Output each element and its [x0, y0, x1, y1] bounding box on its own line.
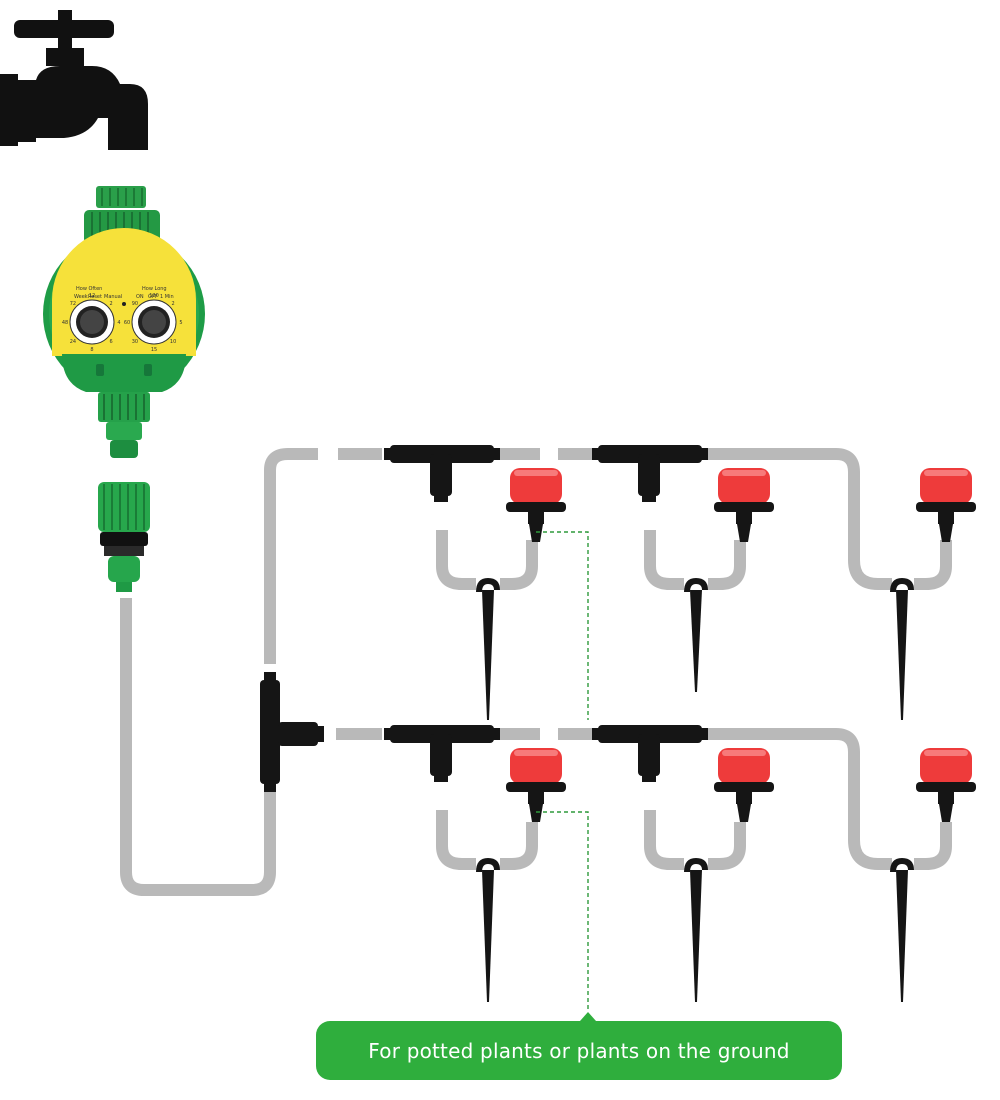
manual-label: Manual — [104, 294, 122, 300]
how-often-tick: 24 — [70, 339, 76, 345]
how-often-tick: 12 — [89, 293, 95, 299]
how-often-tick: 72 — [70, 301, 76, 307]
week-label: Week — [74, 294, 88, 300]
how-long-tick: 5 — [179, 320, 182, 326]
how-often-tick: 48 — [62, 320, 68, 326]
water-tap-icon — [0, 10, 148, 150]
reset-label: Reset — [88, 294, 102, 300]
tee-connector-icon — [592, 725, 708, 782]
tee-connector-main-icon — [260, 672, 324, 792]
dripper-icon — [506, 748, 566, 822]
how-long-tick: 60 — [124, 320, 130, 326]
on-label: ON — [136, 294, 144, 300]
ground-stake-icon — [684, 858, 708, 1002]
caption-banner: For potted plants or plants on the groun… — [316, 1021, 842, 1080]
tee-connector-icon — [384, 725, 500, 782]
ground-stake-icon — [684, 578, 708, 692]
guide-dashes — [536, 531, 589, 1012]
caption-pointer — [580, 1012, 596, 1021]
how-long-tick: 15 — [151, 347, 157, 353]
off-label: OFF — [148, 294, 158, 300]
water-timer-icon: How Often How Long Reset Week Manual OFF… — [43, 186, 205, 458]
dripper-icon — [714, 748, 774, 822]
how-long-tick: 2 — [172, 301, 175, 307]
how-often-tick: 2 — [110, 301, 113, 307]
one-min-label: 1 Min — [160, 294, 174, 300]
ground-stake-icon — [890, 578, 914, 720]
tee-connector-icon — [384, 445, 500, 502]
how-often-tick: 8 — [90, 347, 93, 353]
how-long-tick: 90 — [132, 301, 138, 307]
dripper-icon — [916, 748, 976, 822]
ground-stake-icon — [890, 858, 914, 1002]
how-often-tick: 6 — [110, 339, 113, 345]
how-often-tick: 4 — [117, 320, 120, 326]
dripper-icon — [506, 468, 566, 542]
tubing — [120, 448, 952, 896]
tee-connector-icon — [592, 445, 708, 502]
dripper-icon — [916, 468, 976, 542]
how-long-label: How Long — [142, 286, 167, 292]
how-long-tick: 30 — [132, 339, 138, 345]
how-often-label: How Often — [76, 286, 102, 292]
how-long-tick: 120 — [149, 293, 159, 299]
ground-stake-icon — [476, 858, 500, 1002]
ground-stake-icon — [476, 578, 500, 720]
caption-text: For potted plants or plants on the groun… — [368, 1038, 790, 1063]
quick-connector-icon — [98, 482, 150, 592]
dripper-icon — [714, 468, 774, 542]
how-long-tick: 10 — [170, 339, 176, 345]
